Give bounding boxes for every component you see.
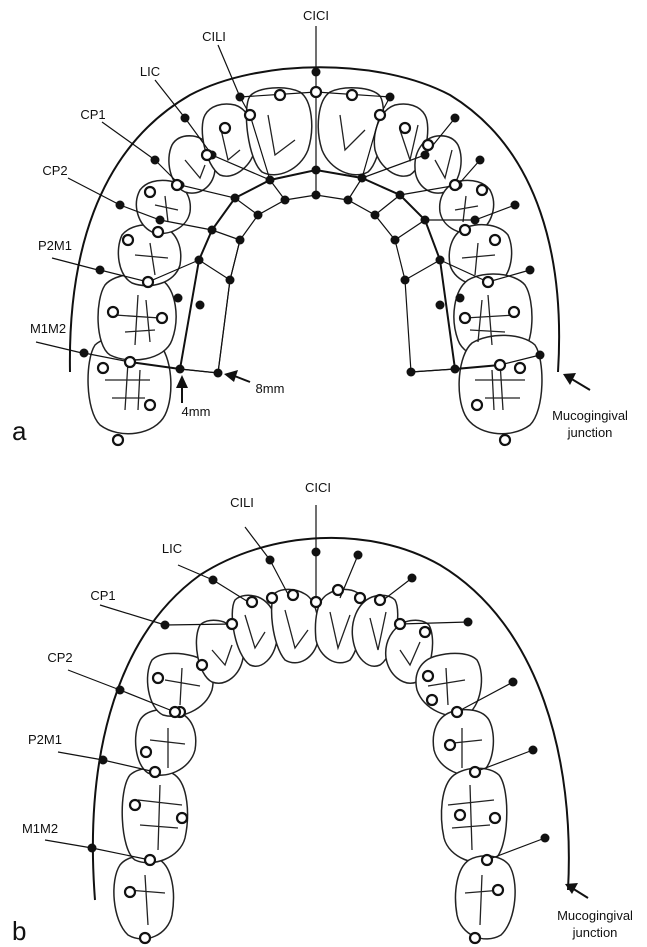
premolar-1-right-b xyxy=(416,653,482,716)
label-p2m1-b: P2M1 xyxy=(28,732,62,747)
label-junction-line1-b: Mucogingival xyxy=(557,908,633,923)
molar-2-left-b xyxy=(114,856,174,939)
panel-label-b: b xyxy=(12,916,26,946)
teeth-left-b xyxy=(114,589,319,939)
label-p2m1-a: P2M1 xyxy=(38,238,72,253)
teeth-right-b xyxy=(315,589,515,939)
label-lic-a: LIC xyxy=(140,64,160,79)
label-junction-line2-a: junction xyxy=(567,425,613,440)
label-lic-b: LIC xyxy=(162,541,182,556)
label-8mm: 8mm xyxy=(256,381,285,396)
label-m1m2-b: M1M2 xyxy=(22,821,58,836)
label-cp1-a: CP1 xyxy=(80,107,105,122)
label-cp2-a: CP2 xyxy=(42,163,67,178)
label-cp2-b: CP2 xyxy=(47,650,72,665)
panel-a: CICI CILI LIC CP1 CP2 P2M1 M1M2 4mm 8mm … xyxy=(12,8,628,446)
label-m1m2-a: M1M2 xyxy=(30,321,66,336)
label-cp1-b: CP1 xyxy=(90,588,115,603)
label-junction-line2-b: junction xyxy=(572,925,618,940)
label-cili-a: CILI xyxy=(202,29,226,44)
label-junction-line1-a: Mucogingival xyxy=(552,408,628,423)
molar-2-right-b xyxy=(456,856,516,939)
panel-b: CICI CILI LIC CP1 CP2 P2M1 M1M2 Mucoging… xyxy=(12,480,633,946)
molar-2-right-a xyxy=(459,335,542,433)
label-cili-b: CILI xyxy=(230,495,254,510)
panel-label-a: a xyxy=(12,416,27,446)
label-cici-a: CICI xyxy=(303,8,329,23)
label-cici-b: CICI xyxy=(305,480,331,495)
label-4mm: 4mm xyxy=(182,404,211,419)
labels-b: CICI CILI LIC CP1 CP2 P2M1 M1M2 Mucoging… xyxy=(12,480,633,946)
